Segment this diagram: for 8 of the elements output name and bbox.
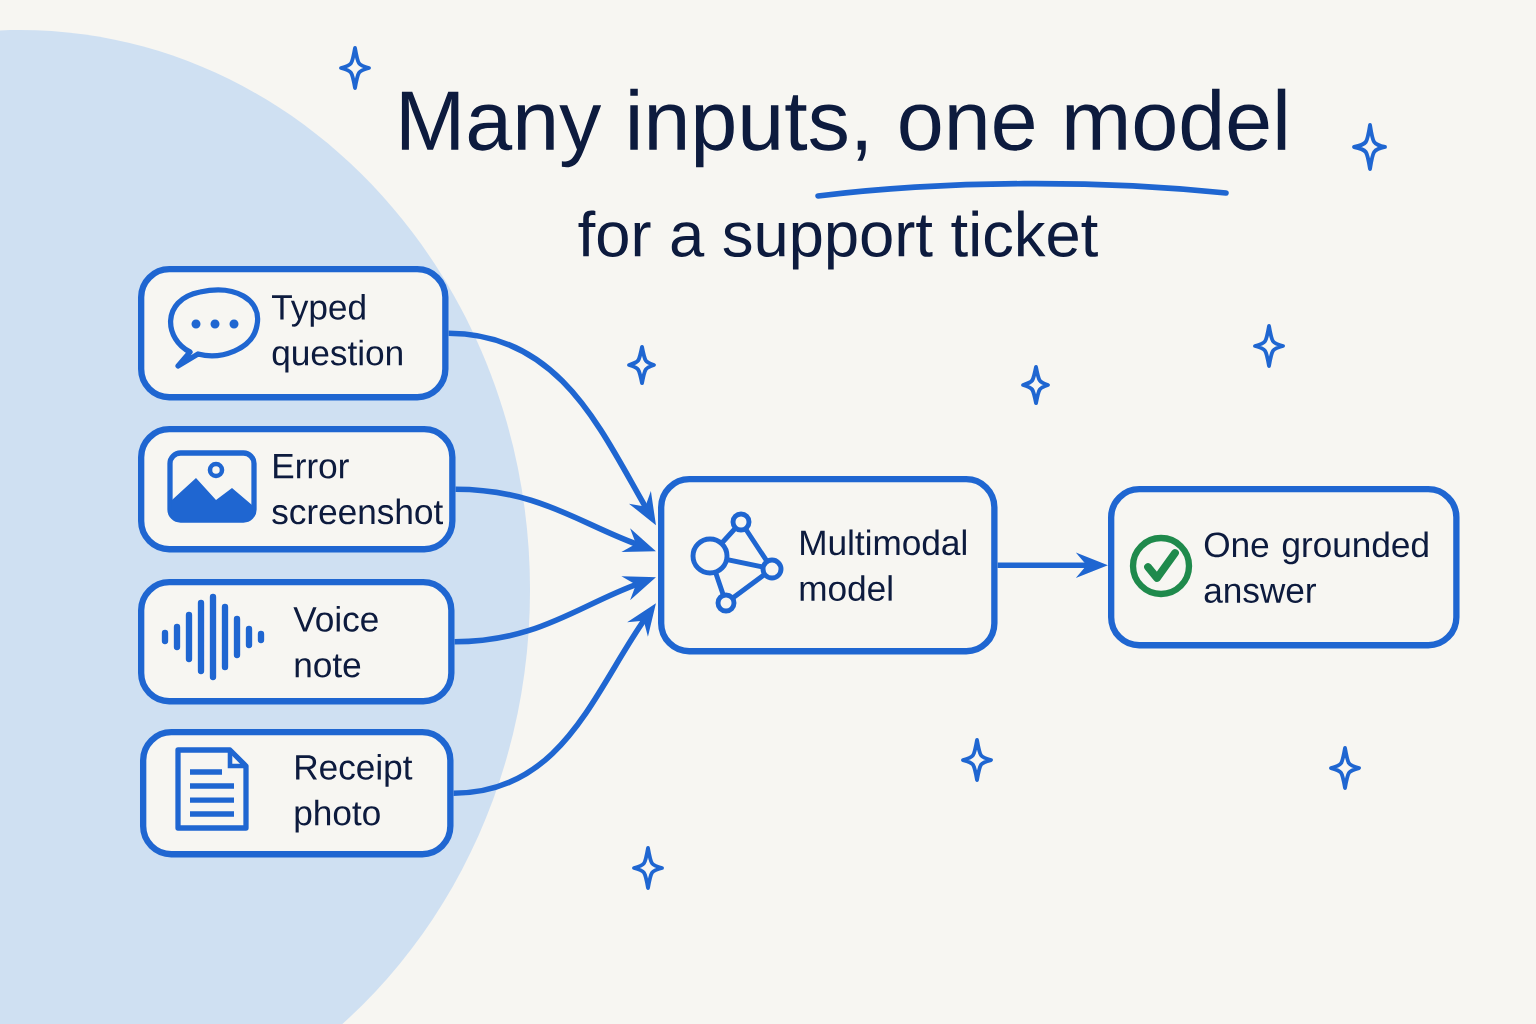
input-box: Receipt photo bbox=[140, 729, 454, 858]
input-box: Typed question bbox=[138, 266, 449, 401]
input-box: Error screenshot bbox=[138, 426, 456, 553]
input-box: Voice note bbox=[138, 579, 455, 705]
title: Many inputs, one model bbox=[401, 88, 1286, 168]
answer-box: One grounded answer bbox=[1108, 486, 1460, 649]
model-box: Multimodal model bbox=[658, 476, 998, 655]
subtitle: for a support ticket bbox=[578, 210, 1098, 270]
